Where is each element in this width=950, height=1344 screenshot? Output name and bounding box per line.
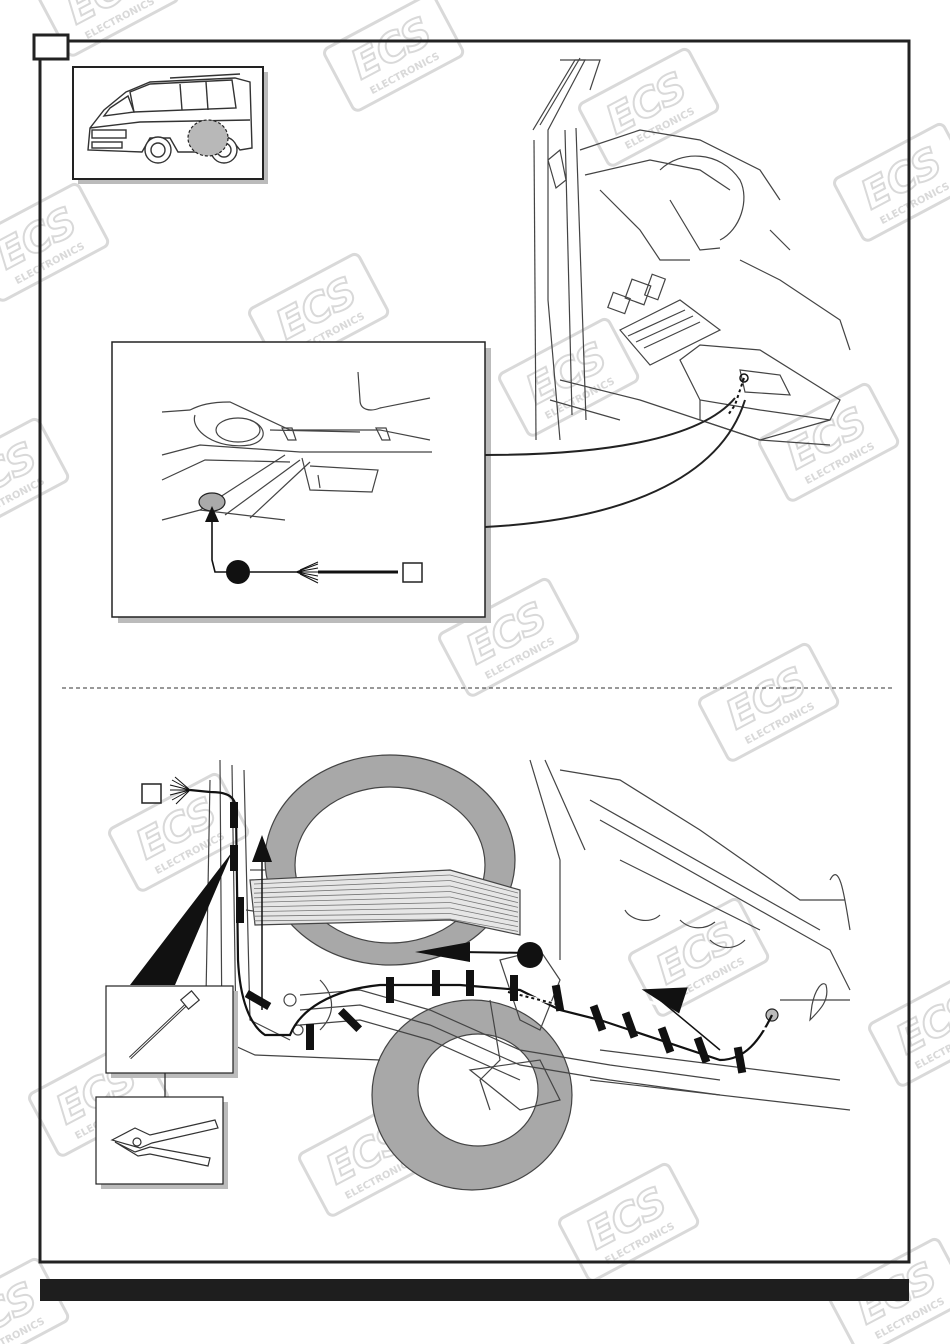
footer-bar (40, 1279, 909, 1301)
harness-routing (141, 776, 773, 1074)
side-cutter-inset (95, 1096, 228, 1189)
cable-tie-marker (589, 1004, 607, 1032)
cable-tie-marker (466, 970, 474, 996)
cable-tie-marker (306, 1024, 314, 1050)
route-arrow-right (639, 998, 771, 1032)
route-arrow-rear-line (659, 999, 721, 1051)
cable-tie-marker (230, 802, 238, 828)
highlight-zone-marker (187, 119, 229, 157)
connector-label-box (141, 783, 162, 804)
spare-tyre (264, 754, 516, 966)
cable-pass-point (517, 942, 543, 968)
cable-tie-marker (693, 1036, 711, 1064)
grommet-detail-inset (111, 341, 746, 623)
cable-tie-marker (733, 1046, 747, 1074)
cable-tie-marker (657, 1026, 675, 1054)
routing-arrow-icon (641, 987, 688, 1014)
cable-tie-marker (432, 970, 440, 996)
cable-tie-marker (386, 977, 394, 1003)
routing-arrow-icon (252, 835, 272, 862)
vehicle-thumbnail (72, 66, 268, 184)
rear-cross-member (249, 869, 521, 936)
cable-tie-icon (128, 990, 201, 1060)
cable-ties (230, 802, 747, 1074)
page-frame (38, 39, 911, 1264)
tool-insets (95, 852, 238, 1189)
detail-connector-line-lower (484, 399, 746, 528)
footwell-grommet-marker (727, 377, 745, 416)
cable-tie-inset (105, 985, 238, 1078)
cable-tie-marker (510, 975, 518, 1001)
side-cutter-pliers-icon (110, 1119, 219, 1167)
cable-tie-marker (621, 1011, 639, 1039)
cable-tie-marker (236, 897, 244, 923)
wire-strands-icon (295, 561, 319, 584)
rear-wheel (371, 999, 573, 1191)
cable-tie-marker (551, 984, 565, 1012)
underbody-drawing (204, 754, 851, 1191)
detail-connector-line-upper (484, 397, 736, 456)
tie-callout-pointer (130, 852, 232, 985)
step-number-box (32, 33, 70, 61)
routing-arrow-icon (205, 506, 219, 522)
interior-footwell-drawing (532, 57, 851, 446)
cable-tie-marker (337, 1007, 363, 1033)
routing-arrow-icon (415, 942, 470, 962)
cable-tie-marker (230, 845, 238, 871)
connector-label-box (402, 562, 423, 583)
wire-strands-icon (169, 776, 191, 805)
cable-pass-point (226, 560, 250, 584)
cable-tie-marker (244, 990, 272, 1010)
